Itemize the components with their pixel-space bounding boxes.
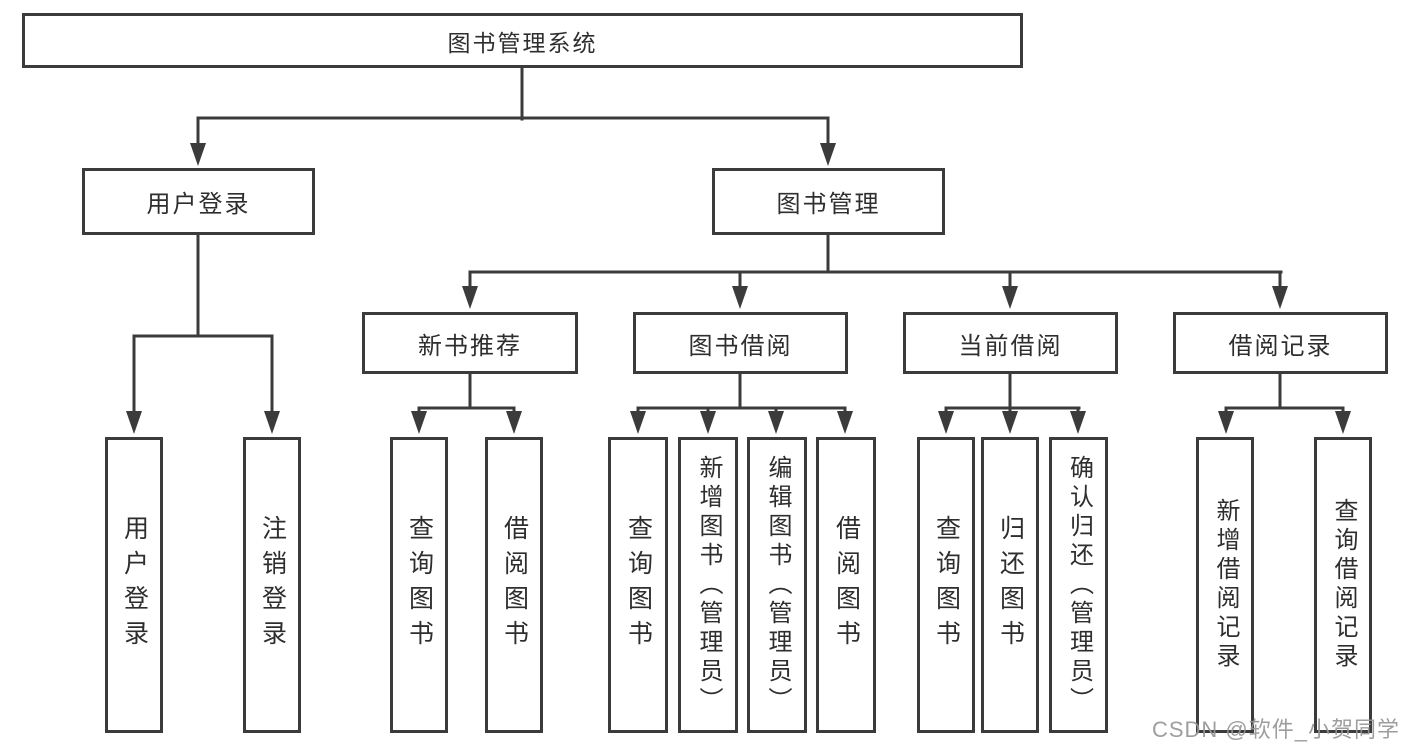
leaf-confirm-return-admin: 确认归还（管理员） <box>1049 437 1108 733</box>
node-borrowing-records: 借阅记录 <box>1173 312 1388 374</box>
node-label: 查询借阅记录 <box>1330 498 1357 672</box>
leaf-add-books-admin: 新增图书（管理员） <box>678 437 738 733</box>
node-label: 用户登录 <box>120 515 149 655</box>
node-label: 注销登录 <box>258 515 287 655</box>
node-label: 新增借阅记录 <box>1212 498 1239 672</box>
node-label: 查询图书 <box>624 515 653 655</box>
node-book-management-branch: 图书管理 <box>712 168 945 235</box>
leaf-query-borrow-record: 查询借阅记录 <box>1314 437 1372 733</box>
node-label: 查询图书 <box>405 515 434 655</box>
node-label: 确认归还（管理员） <box>1065 454 1093 716</box>
node-label: 借阅图书 <box>500 515 529 655</box>
node-label: 借阅图书 <box>832 515 861 655</box>
node-label: 图书管理系统 <box>447 29 598 56</box>
node-user-login-branch: 用户登录 <box>82 168 315 235</box>
leaf-borrow-query-books: 查询图书 <box>608 437 668 733</box>
node-label: 新书推荐 <box>418 332 522 360</box>
leaf-edit-books-admin: 编辑图书（管理员） <box>747 437 807 733</box>
node-label: 查询图书 <box>932 515 961 655</box>
node-library-management-system: 图书管理系统 <box>22 13 1023 68</box>
leaf-recommend-borrow-books: 借阅图书 <box>485 437 543 733</box>
node-label: 编辑图书（管理员） <box>764 454 791 716</box>
leaf-logout: 注销登录 <box>243 437 301 733</box>
node-label: 用户登录 <box>146 191 251 218</box>
node-label: 当前借阅 <box>958 332 1063 360</box>
leaf-add-borrow-record: 新增借阅记录 <box>1196 437 1254 733</box>
node-label: 归还图书 <box>996 515 1025 655</box>
node-label: 新增图书（管理员） <box>695 454 722 716</box>
node-label: 图书管理 <box>776 191 881 218</box>
csdn-watermark: CSDN @软件_小贺同学 <box>1151 717 1400 742</box>
node-new-book-recommendation: 新书推荐 <box>362 312 578 374</box>
node-label: 借阅记录 <box>1228 332 1333 360</box>
leaf-return-books: 归还图书 <box>981 437 1039 733</box>
leaf-recommend-query-books: 查询图书 <box>390 437 448 733</box>
node-current-borrowing: 当前借阅 <box>903 312 1118 374</box>
leaf-user-login: 用户登录 <box>105 437 163 733</box>
leaf-borrow-books: 借阅图书 <box>816 437 876 733</box>
node-book-borrowing: 图书借阅 <box>633 312 848 374</box>
leaf-current-query-books: 查询图书 <box>917 437 975 733</box>
node-label: 图书借阅 <box>688 332 793 360</box>
